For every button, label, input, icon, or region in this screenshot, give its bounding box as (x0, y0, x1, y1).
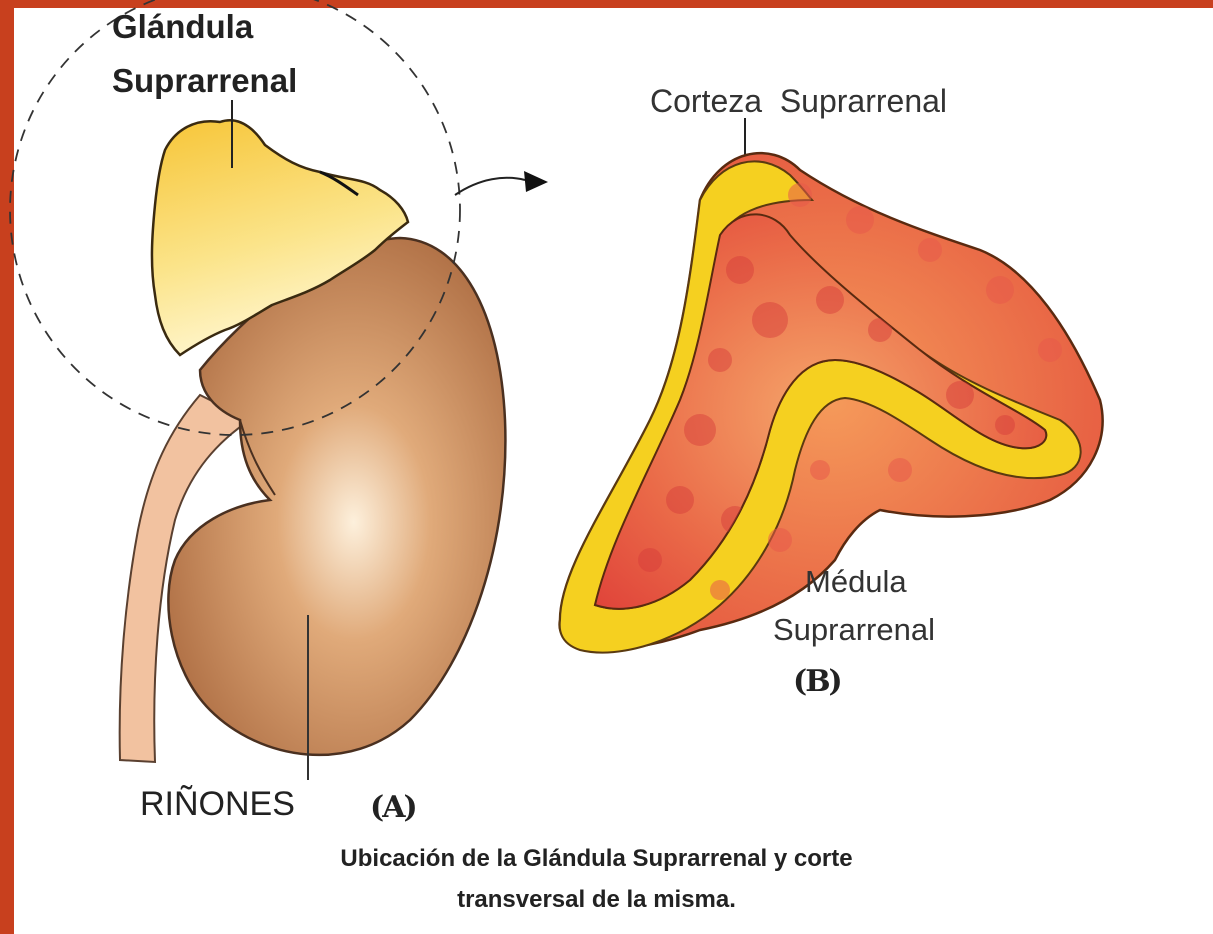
label-panel-a: (A) (370, 790, 416, 825)
label-medulla-line2: Suprarrenal (773, 612, 935, 648)
label-panel-b: (B) (793, 664, 841, 699)
label-adrenal-gland-line2: Suprarrenal (112, 62, 297, 100)
label-adrenal-gland-line1: Glándula (112, 8, 253, 46)
label-medulla-line1: Médula (805, 564, 907, 600)
caption-line1-text: Ubicación de la Glándula Suprarrenal y c… (340, 845, 852, 872)
zoom-arrow (455, 171, 548, 195)
caption-line2-text: transversal de la misma. (457, 886, 736, 913)
label-kidneys: RIÑONES (140, 784, 295, 824)
caption-line1: Ubicación de la Glándula Suprarrenal y c… (0, 845, 1213, 873)
label-cortex: Corteza Suprarrenal (650, 82, 947, 120)
caption-line2: transversal de la misma. (0, 886, 1213, 914)
